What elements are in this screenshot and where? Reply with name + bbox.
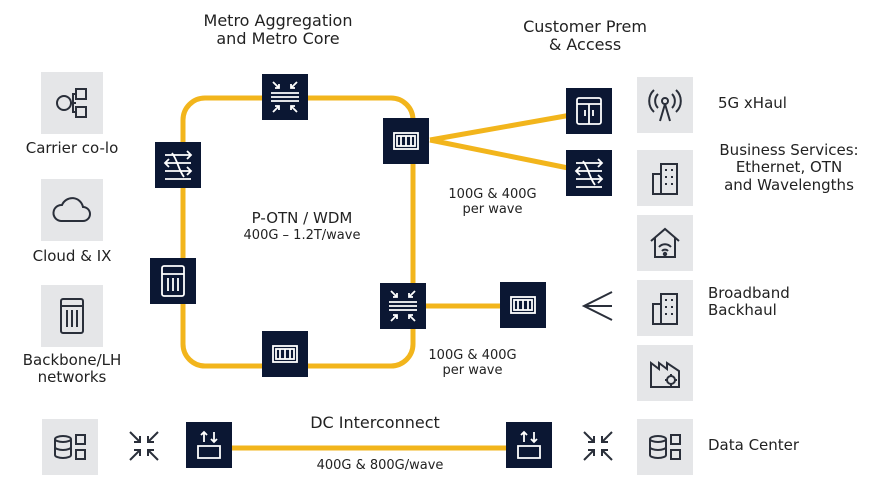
business-label-line2: Ethernet, OTN	[735, 158, 843, 177]
network-nodes-icon	[56, 88, 87, 118]
wave-label-lower-line2: per wave	[442, 362, 503, 378]
customer-title-line2: & Access	[548, 35, 622, 55]
wave-label-upper: 100G & 400G per wave	[425, 187, 560, 218]
router-icon	[197, 430, 221, 459]
metro-bottom-node	[262, 331, 308, 377]
broadband-tile	[637, 280, 693, 336]
link-to-customer-mid	[429, 137, 589, 175]
dc-right-node	[506, 422, 552, 468]
backbone-label-line1: Backbone/LH	[22, 351, 122, 369]
customer-title: Customer Prem & Access	[500, 17, 670, 55]
wave-label-upper-line2: per wave	[462, 201, 523, 217]
fan-out-icon	[581, 291, 613, 321]
ring-label-rate: 400G – 1.2T/wave	[243, 228, 361, 244]
office-building-icon	[652, 163, 678, 195]
dc-right-crossover-wrap	[570, 418, 626, 474]
business-label-line1: Business Services:	[719, 141, 859, 159]
metro-title: Metro Aggregation and Metro Core	[178, 11, 378, 49]
backbone-label-line2: networks	[37, 368, 107, 387]
office-building-icon	[652, 293, 678, 325]
dc-left-storage-tile	[42, 419, 98, 475]
dc-left-node	[186, 422, 232, 468]
wave-label-lower-line1: 100G & 400G	[428, 348, 517, 363]
xhaul-tile	[637, 77, 693, 133]
metro-title-line1: Metro Aggregation	[203, 11, 353, 30]
carrier-colo-label: Carrier co-lo	[25, 139, 119, 157]
home-wifi-icon	[650, 227, 680, 258]
cloud-ix-tile	[41, 179, 103, 241]
shelf-chassis-icon	[60, 298, 84, 334]
dc-right-storage-tile	[637, 419, 693, 475]
crossover-arrows-icon	[583, 431, 613, 461]
backbone-label: Backbone/LH networks	[0, 351, 144, 387]
transponder-icon	[510, 296, 536, 314]
cloud-ix-label: Cloud & IX	[32, 247, 112, 265]
cross-connect-icon	[271, 81, 299, 113]
transponder-icon	[272, 345, 298, 363]
broadband-label-line1: Broadband	[708, 284, 790, 302]
metro-right-top-node	[383, 118, 429, 164]
dc-rate: 400G & 800G/wave	[316, 458, 444, 473]
customer-cabinet-node	[566, 88, 612, 134]
industry-tile	[637, 345, 693, 401]
customer-title-line1: Customer Prem	[523, 17, 647, 36]
dc-left-crossover-wrap	[116, 418, 172, 474]
database-network-icon	[54, 434, 86, 460]
cross-connect-icon	[389, 290, 417, 322]
switching-arrows-icon	[163, 150, 193, 180]
metro-core-switch-node	[262, 74, 308, 120]
antenna-tower-icon	[648, 89, 682, 122]
data-center-label: Data Center	[708, 436, 800, 454]
broadband-node	[500, 282, 546, 328]
wave-label-lower: 100G & 400G per wave	[405, 348, 540, 379]
carrier-colo-tile	[41, 72, 103, 134]
cloud-icon	[52, 197, 91, 222]
backbone-tile	[41, 285, 103, 347]
shelf-icon	[161, 265, 185, 297]
ring-label: P-OTN / WDM 400G – 1.2T/wave	[212, 209, 392, 244]
metro-left-bottom-node	[150, 258, 196, 304]
link-to-customer-top	[429, 109, 589, 143]
database-network-icon	[649, 434, 681, 460]
ring-label-tech: P-OTN / WDM	[251, 209, 353, 227]
business-label: Business Services: Ethernet, OTN and Wav…	[704, 141, 874, 194]
fan-out-icon-wrap	[570, 278, 626, 334]
transponder-icon	[393, 132, 419, 150]
broadband-label-line2: Backhaul	[708, 301, 777, 320]
factory-gear-icon	[650, 361, 680, 388]
customer-switch-node	[566, 150, 612, 196]
crossover-arrows-icon	[129, 431, 159, 461]
cabinet-icon	[576, 97, 602, 125]
dc-title: DC Interconnect	[310, 413, 440, 432]
xhaul-label: 5G xHaul	[718, 94, 787, 112]
wave-label-upper-line1: 100G & 400G	[448, 187, 537, 202]
business-tile	[637, 150, 693, 206]
metro-right-bottom-switch-node	[380, 283, 426, 329]
business-label-line3: and Wavelengths	[724, 175, 854, 194]
broadband-label: Broadband Backhaul	[708, 284, 838, 320]
home-tile	[637, 215, 693, 271]
metro-left-switch-node	[155, 142, 201, 188]
router-icon	[517, 430, 541, 459]
switching-arrows-icon	[574, 158, 604, 188]
metro-title-line2: and Metro Core	[216, 29, 340, 49]
